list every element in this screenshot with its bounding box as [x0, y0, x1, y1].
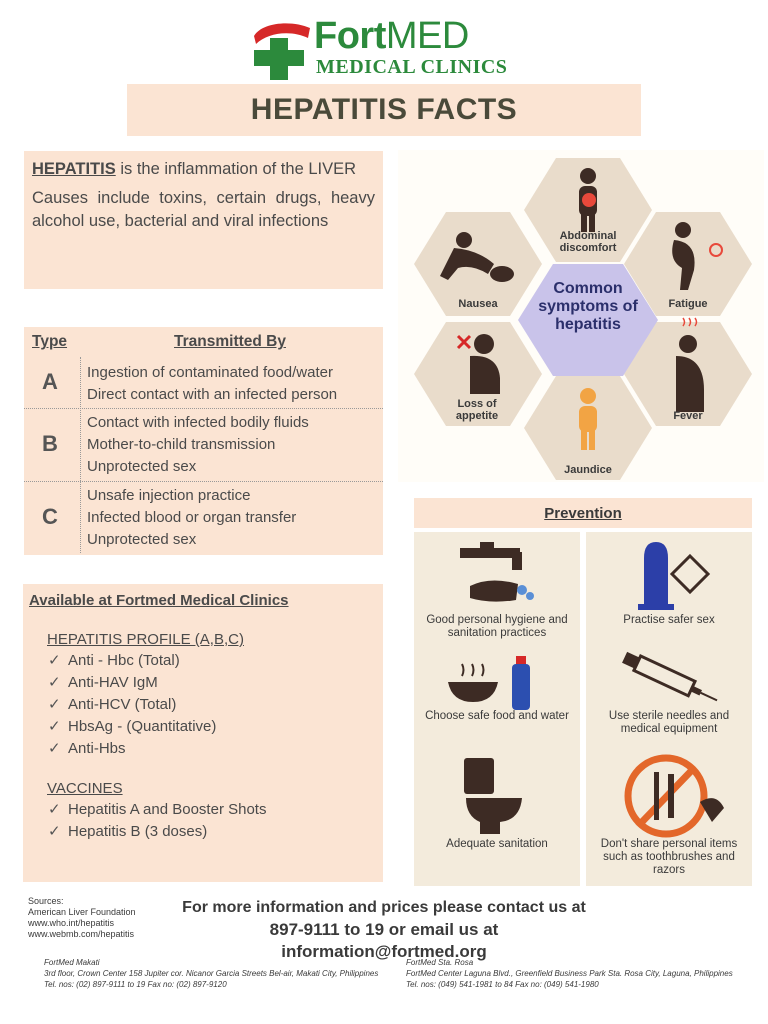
prevention-label: Practise safer sex	[623, 614, 715, 626]
available-tests-panel: Available at Fortmed Medical Clinics HEP…	[23, 584, 383, 882]
prevention-label: Good personal hygiene and sanitation pra…	[426, 614, 568, 639]
syringe-icon	[622, 651, 718, 702]
source-item: www.webmb.com/hepatitis	[28, 929, 135, 939]
symptom-label: Loss of appetite	[455, 398, 499, 422]
source-item: www.who.int/hepatitis	[28, 918, 115, 928]
transmitted-column-header: Transmitted By	[174, 333, 286, 350]
type-letter: A	[42, 369, 58, 394]
prevention-heading: Prevention	[544, 504, 622, 522]
prevention-label: Choose safe food and water	[425, 710, 569, 722]
type-row-c: C Unsafe injection practice Infected blo…	[24, 482, 383, 554]
transmission-item: Ingestion of contaminated food/water	[87, 364, 333, 381]
source-item: American Liver Foundation	[28, 907, 136, 917]
list-item: ✓Anti - Hbc (Total)	[48, 650, 377, 672]
symptom-label: Fever	[673, 410, 703, 422]
symptom-label: Nausea	[458, 298, 498, 310]
condom-icon	[638, 542, 711, 610]
check-icon: ✓	[48, 652, 61, 669]
prevention-column-right: Practise safer sex Use sterile needles a…	[586, 532, 752, 886]
type-letter: C	[42, 504, 58, 529]
profile-title: HEPATITIS PROFILE (A,B,C)	[47, 631, 244, 648]
column-divider	[80, 357, 81, 553]
list-item: ✓Anti-HCV (Total)	[48, 694, 377, 716]
food-water-icon	[448, 656, 530, 710]
title-banner: HEPATITIS FACTS	[127, 84, 641, 136]
brand-subtitle: MEDICAL CLINICS	[316, 56, 508, 78]
prevention-label: Use sterile needles and medical equipmen…	[608, 710, 730, 735]
fever-figure-icon	[676, 317, 704, 412]
symptoms-hexagons	[414, 158, 752, 480]
contact-info: For more information and prices please c…	[182, 899, 586, 961]
type-row-a: A Ingestion of contaminated food/water D…	[24, 359, 383, 407]
prevention-header: Prevention	[414, 498, 752, 528]
transmission-item: Mother-to-child transmission	[87, 436, 276, 453]
type-letter: B	[42, 431, 58, 456]
transmission-item: Unprotected sex	[87, 458, 197, 475]
check-icon: ✓	[48, 718, 61, 735]
symptoms-center-title: Common symptoms of hepatitis	[538, 280, 638, 333]
fatigue-figure-icon	[672, 222, 723, 290]
transmission-item: Unsafe injection practice	[87, 487, 251, 504]
list-item: ✓Anti-HAV IgM	[48, 672, 377, 694]
list-item: ✓Hepatitis A and Booster Shots	[48, 799, 377, 821]
no-sharing-icon	[624, 754, 724, 838]
check-icon: ✓	[48, 674, 61, 691]
address-sta-rosa: FortMed Sta. Rosa FortMed Center Laguna …	[406, 958, 733, 989]
sources: Sources: American Liver Foundation www.w…	[28, 896, 136, 939]
check-icon: ✓	[48, 696, 61, 713]
row-divider	[24, 481, 383, 482]
abdominal-figure-icon	[579, 168, 597, 232]
profile-list: ✓Anti - Hbc (Total) ✓Anti-HAV IgM ✓Anti-…	[48, 650, 377, 760]
toilet-icon	[464, 758, 522, 834]
list-item: ✓HbsAg - (Quantitative)	[48, 716, 377, 738]
page-title: HEPATITIS FACTS	[250, 93, 518, 126]
check-icon: ✓	[48, 740, 61, 757]
symptom-label: Fatigue	[668, 298, 708, 310]
definition-panel: HEPATITIS is the inflammation of the LIV…	[24, 151, 383, 289]
symptom-label: Jaundice	[564, 464, 612, 476]
symptoms-infographic: Abdominal discomfort Fatigue Fever Jaund…	[398, 150, 764, 482]
transmission-item: Unprotected sex	[87, 531, 197, 548]
hexagon-center	[518, 264, 658, 376]
brand-name: FortMED	[314, 15, 469, 57]
symptom-label: Abdominal discomfort	[559, 230, 617, 254]
row-divider	[24, 408, 383, 409]
address-makati: FortMed Makati 3rd floor, Crown Center 1…	[44, 958, 379, 989]
causes-text: Causes include toxins, certain drugs, he…	[32, 189, 375, 230]
available-heading: Available at Fortmed Medical Clinics	[29, 592, 289, 609]
type-row-b: B Contact with infected bodily fluids Mo…	[24, 409, 383, 481]
transmission-item: Contact with infected bodily fluids	[87, 414, 309, 431]
type-column-header: Type	[32, 333, 68, 350]
list-item: ✓Hepatitis B (3 doses)	[48, 821, 377, 843]
medical-cross-icon	[254, 23, 310, 80]
transmission-item: Direct contact with an infected person	[87, 386, 338, 403]
vaccines-list: ✓Hepatitis A and Booster Shots ✓Hepatiti…	[48, 799, 377, 843]
vaccines-title: VACCINES	[47, 780, 123, 797]
types-table: Type Transmitted By A Ingestion of conta…	[24, 327, 383, 555]
check-icon: ✓	[48, 801, 61, 818]
nausea-figure-icon	[440, 232, 514, 282]
appetite-figure-icon	[456, 334, 500, 394]
list-item: ✓Anti-Hbs	[48, 738, 377, 760]
handwash-icon	[460, 542, 534, 602]
check-icon: ✓	[48, 823, 61, 840]
fortmed-logo: FortMED MEDICAL CLINICS	[252, 14, 514, 80]
definition-text: HEPATITIS is the inflammation of the LIV…	[32, 160, 357, 178]
prevention-column-left: Good personal hygiene and sanitation pra…	[414, 532, 580, 886]
transmission-item: Infected blood or organ transfer	[87, 509, 297, 526]
prevention-label: Adequate sanitation	[446, 838, 548, 850]
prevention-label: Don't share personal items such as tooth…	[600, 838, 738, 876]
jaundice-figure-icon	[579, 388, 597, 450]
